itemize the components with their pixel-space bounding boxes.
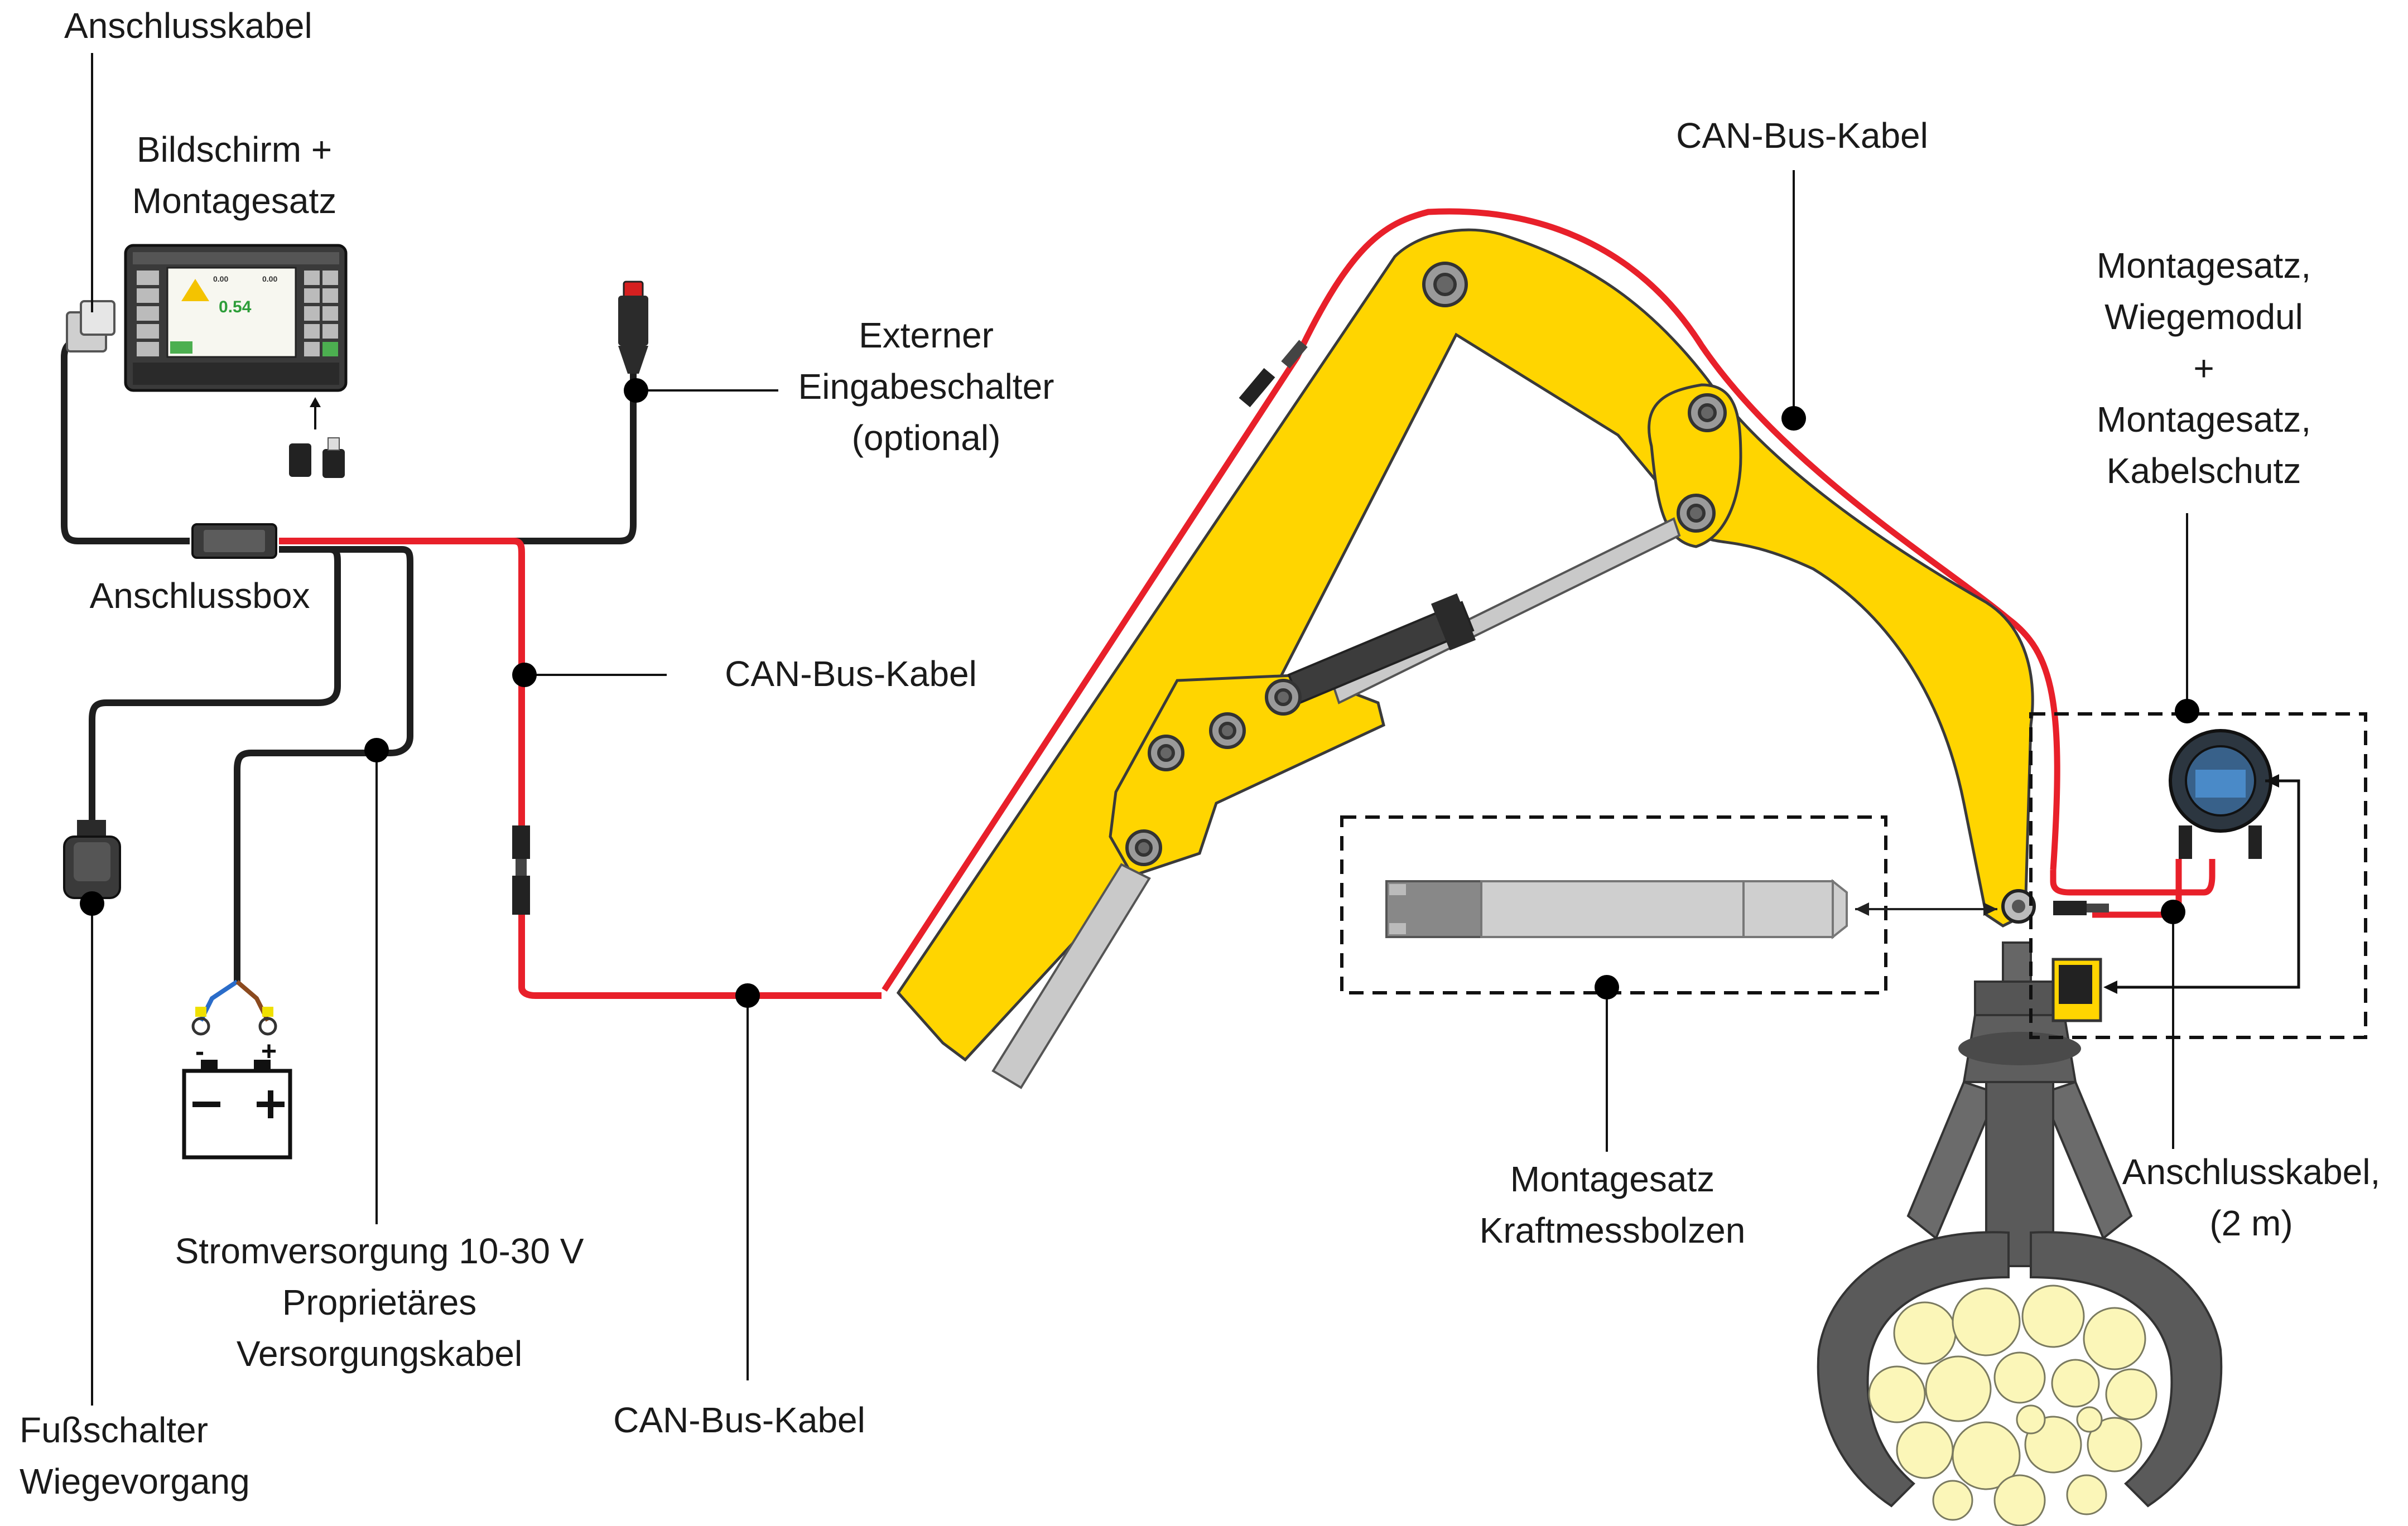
push-button-icon	[618, 281, 648, 374]
label-load-pin-kit-line1: Montagesatz	[1510, 1159, 1715, 1199]
battery-plus-sign: +	[261, 1037, 277, 1066]
connector-plug-icon	[512, 825, 530, 915]
label-connection-box: Anschlussbox	[89, 576, 310, 616]
can-cable-module	[2050, 859, 2216, 896]
label-connection-cable-right-line1: Anschlusskabel,	[2122, 1152, 2381, 1192]
label-connection-cable-top: Anschlusskabel	[64, 6, 312, 46]
logs	[1868, 1284, 2157, 1526]
link-rod	[991, 863, 1151, 1089]
label-mount-kit-module-line3: +	[2193, 348, 2214, 388]
label-foot-switch-line2: Wiegevorgang	[20, 1461, 250, 1501]
label-external-switch-line3: (optional)	[851, 418, 1001, 458]
boom-body	[896, 228, 2034, 1062]
boom-pins	[1125, 262, 1727, 866]
label-external-switch-line1: Externer	[859, 315, 994, 355]
module-to-box-line	[2109, 779, 2300, 989]
label-external-switch: Externer Eingabeschalter (optional)	[798, 310, 1054, 463]
display-small-left: 0.00	[213, 274, 228, 283]
boom-connector-icon	[1239, 340, 1308, 408]
usb-stick-icon	[289, 397, 345, 478]
label-external-switch-line2: Eingabeschalter	[798, 366, 1054, 407]
label-load-pin-kit-line2: Kraftmessbolzen	[1479, 1210, 1746, 1250]
label-mount-kit-module-line2: Wiegemodul	[2104, 297, 2303, 337]
battery-icon	[182, 979, 292, 1160]
label-connection-cable-right-line2: (2 m)	[2209, 1203, 2293, 1243]
label-foot-switch: Fußschalter Wiegevorgang	[20, 1404, 250, 1507]
label-power-supply: Stromversorgung 10-30 V Proprietäres Ver…	[175, 1225, 584, 1379]
leader-dots	[80, 378, 2199, 1008]
leader-lines	[91, 53, 2188, 1406]
label-connection-cable-right: Anschlusskabel, (2 m)	[2122, 1146, 2380, 1249]
foot-pedal-icon	[63, 820, 121, 899]
connector-plug-icon	[66, 300, 115, 352]
label-power-supply-line2: Proprietäres	[282, 1282, 477, 1322]
load-pin-icon	[1385, 878, 1848, 940]
display-unit-icon: 0.00 0.00 0.54	[124, 244, 348, 392]
battery-minus-sign: -	[195, 1037, 204, 1066]
label-power-supply-line1: Stromversorgung 10-30 V	[175, 1231, 584, 1271]
label-screen-kit-line2: Montagesatz	[132, 181, 337, 221]
display-reading: 0.54	[219, 298, 252, 316]
hydraulic-rod	[1332, 517, 1681, 704]
label-can-bus-top: CAN-Bus-Kabel	[1676, 115, 1928, 156]
can-cable-main	[279, 538, 882, 999]
label-can-bus-bottom: CAN-Bus-Kabel	[613, 1400, 865, 1440]
connector-plug-icon	[2053, 901, 2109, 915]
label-mount-kit-module-line5: Kabelschutz	[2106, 451, 2301, 491]
label-load-pin-kit: Montagesatz Kraftmessbolzen	[1480, 1153, 1746, 1256]
label-screen-kit: Bildschirm + Montagesatz	[132, 124, 336, 226]
excavator-boom	[882, 208, 2060, 1089]
black-cables	[61, 301, 637, 982]
label-mount-kit-module-line1: Montagesatz,	[2096, 245, 2311, 286]
display-small-right: 0.00	[262, 274, 277, 283]
label-foot-switch-line1: Fußschalter	[20, 1410, 208, 1450]
label-mount-kit-module-line4: Montagesatz,	[2096, 399, 2311, 440]
label-screen-kit-line1: Bildschirm +	[136, 129, 333, 170]
can-cable-boom	[882, 208, 2060, 992]
label-can-bus-mid: CAN-Bus-Kabel	[725, 654, 977, 694]
cylinder-collar	[1431, 593, 1476, 651]
label-mount-kit-module: Montagesatz, Wiegemodul + Montagesatz, K…	[2097, 240, 2311, 496]
log-grapple-icon	[1817, 941, 2223, 1526]
weighing-module-icon	[2169, 729, 2272, 859]
arm-plate	[1109, 673, 1385, 878]
label-power-supply-line3: Versorgungskabel	[236, 1334, 523, 1374]
